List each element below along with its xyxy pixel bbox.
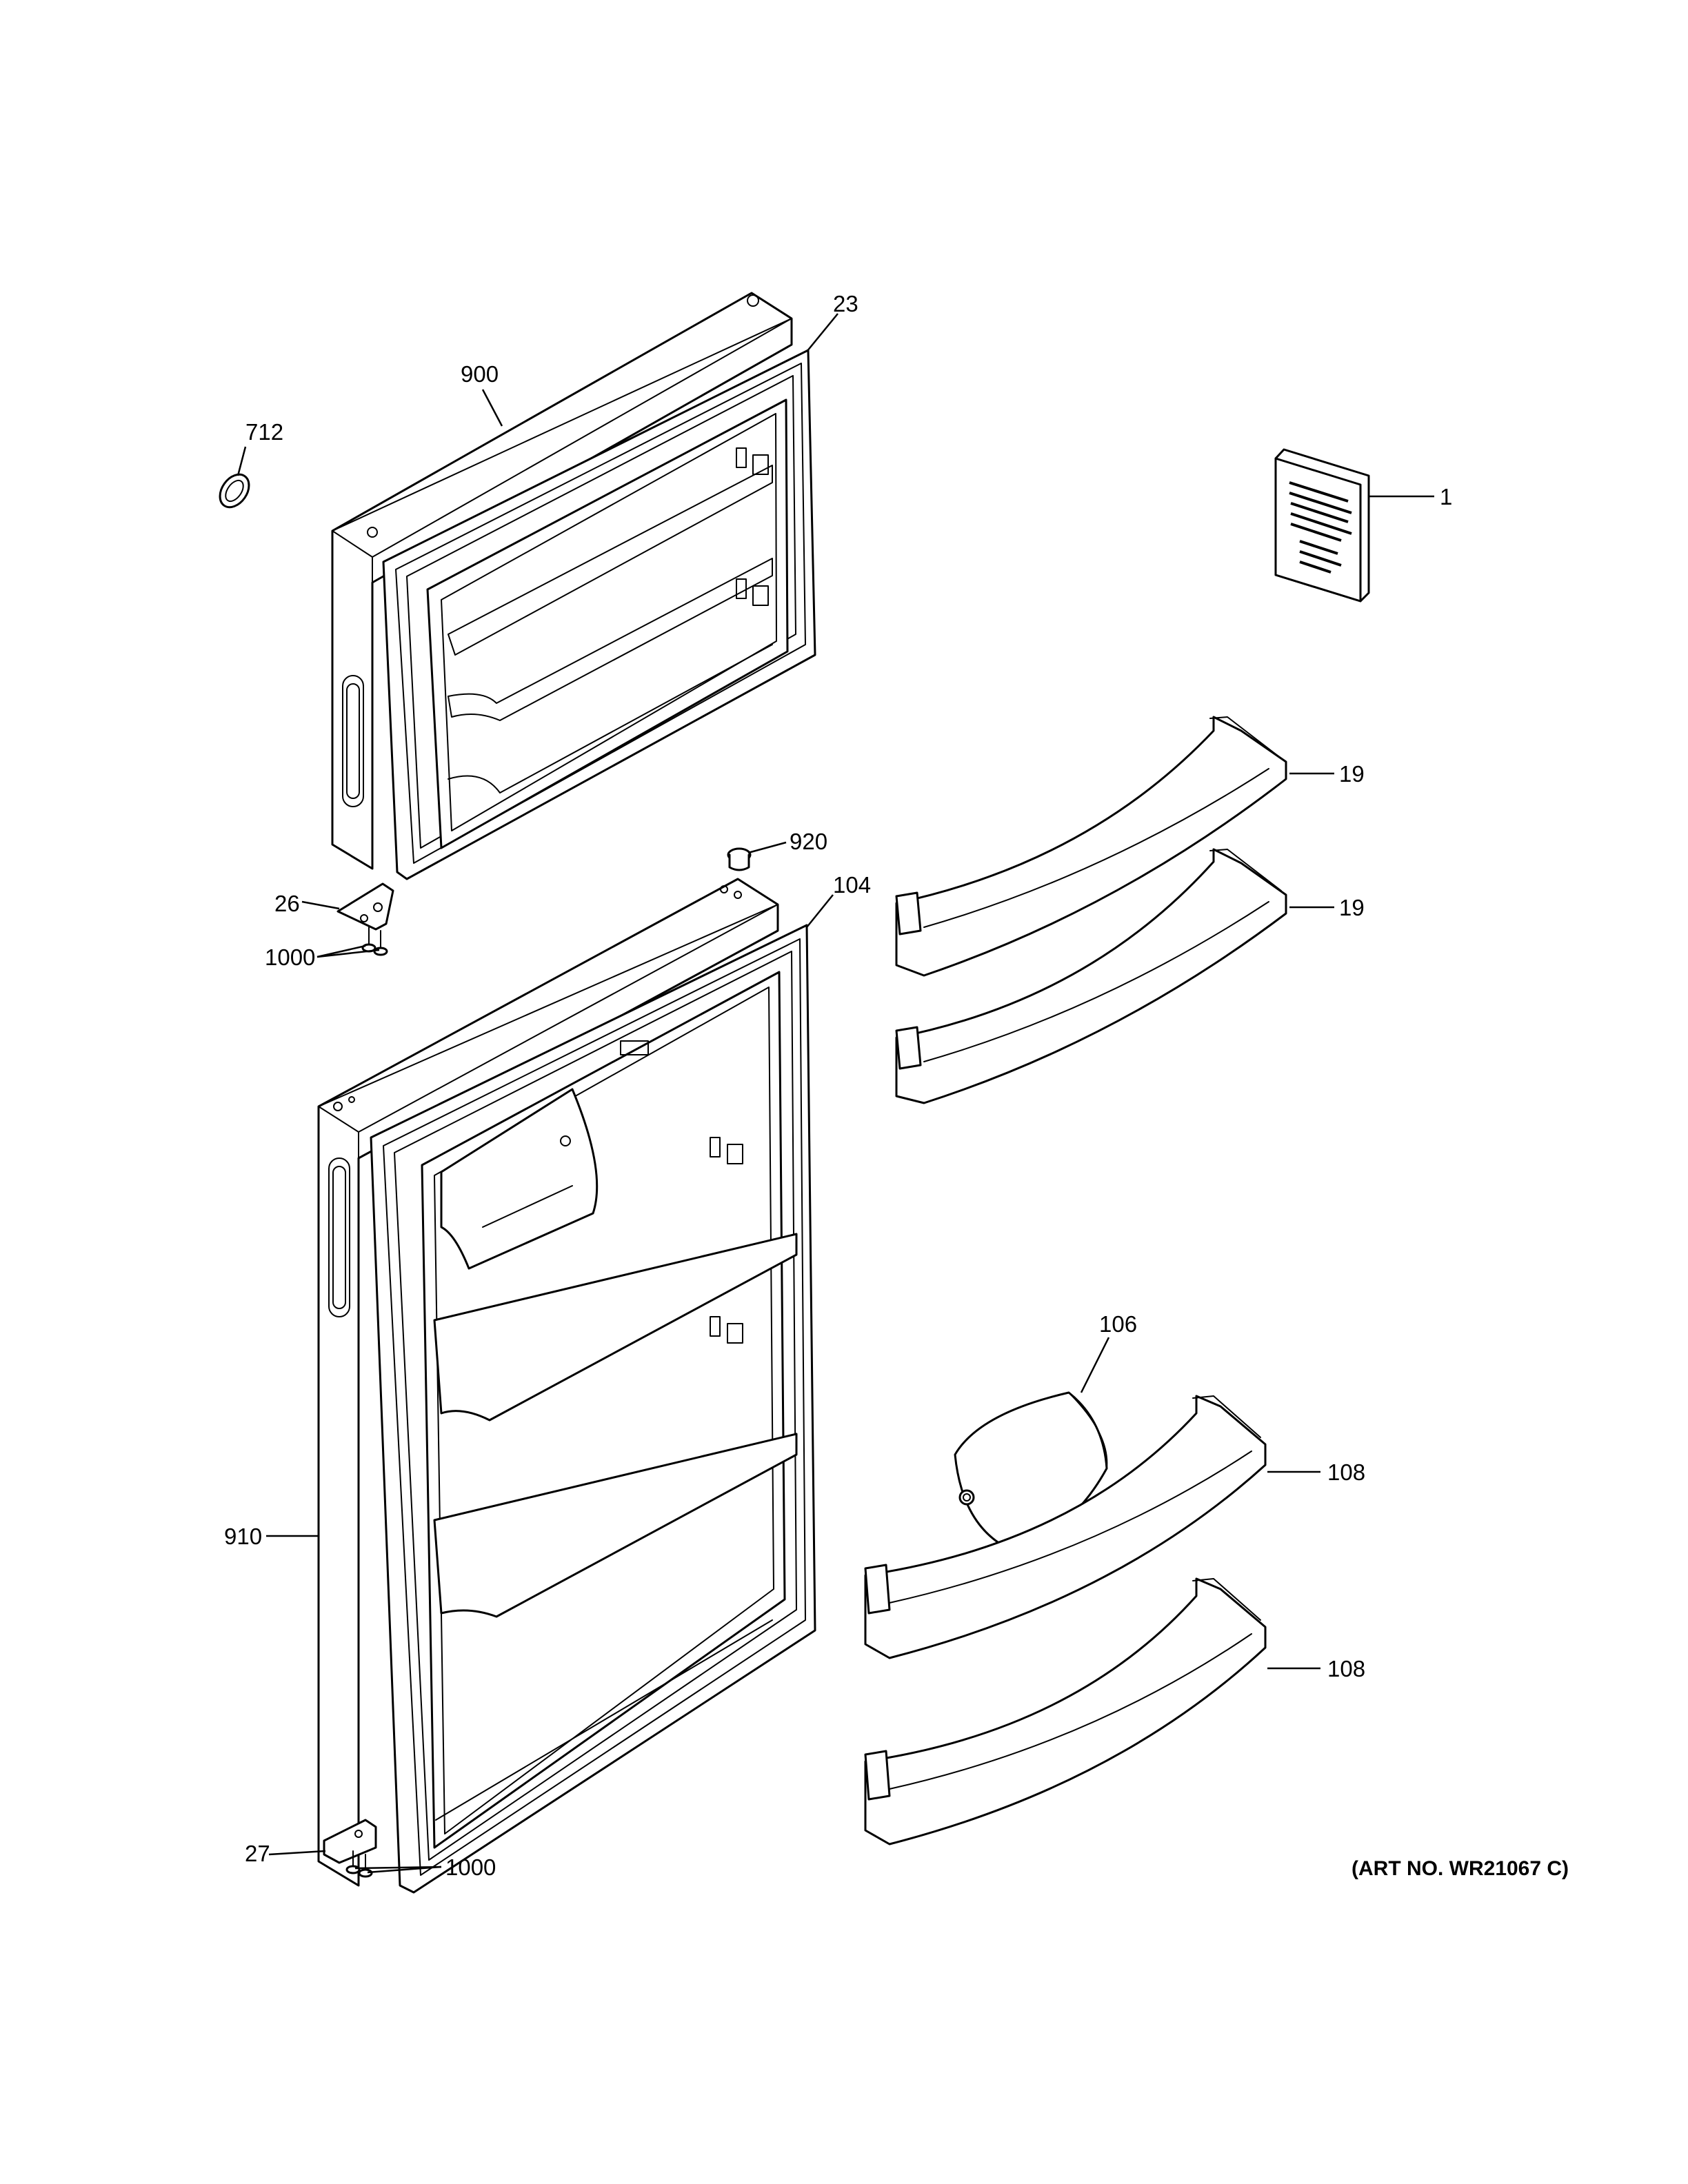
owners-manual-1 (1274, 448, 1370, 603)
callout-23: 23 (833, 291, 858, 316)
cap-920 (727, 847, 752, 871)
fresh-food-door-liner (421, 971, 798, 1849)
callout-108-lower: 108 (1327, 1656, 1365, 1681)
art-number: (ART NO. WR21067 C) (1352, 1857, 1569, 1880)
callout-19-upper: 19 (1339, 761, 1365, 787)
callout-910: 910 (224, 1524, 262, 1549)
callout-900: 900 (461, 361, 499, 387)
callout-106: 106 (1099, 1311, 1137, 1337)
door-bin-108-lower (864, 1577, 1267, 1846)
callout-1: 1 (1440, 484, 1452, 509)
plug-712 (219, 473, 250, 509)
freezer-door-liner (426, 398, 789, 849)
door-bin-108-upper (864, 1395, 1267, 1659)
callout-27: 27 (245, 1841, 270, 1866)
hinge-27 (323, 1819, 377, 1864)
callout-1000-upper: 1000 (265, 944, 315, 970)
callout-920: 920 (790, 829, 827, 854)
door-bin-19-upper (895, 716, 1287, 977)
callout-104: 104 (833, 872, 871, 898)
callout-19-lower: 19 (1339, 895, 1365, 920)
callout-712: 712 (245, 419, 283, 445)
callout-108-upper: 108 (1327, 1459, 1365, 1485)
door-bin-19-lower (895, 848, 1287, 1104)
dairy-cover-106 (954, 1391, 1108, 1549)
callout-1000-lower: 1000 (445, 1854, 496, 1880)
leader-lines (237, 313, 1434, 1874)
hinge-26 (336, 882, 394, 931)
callout-26: 26 (274, 891, 300, 916)
